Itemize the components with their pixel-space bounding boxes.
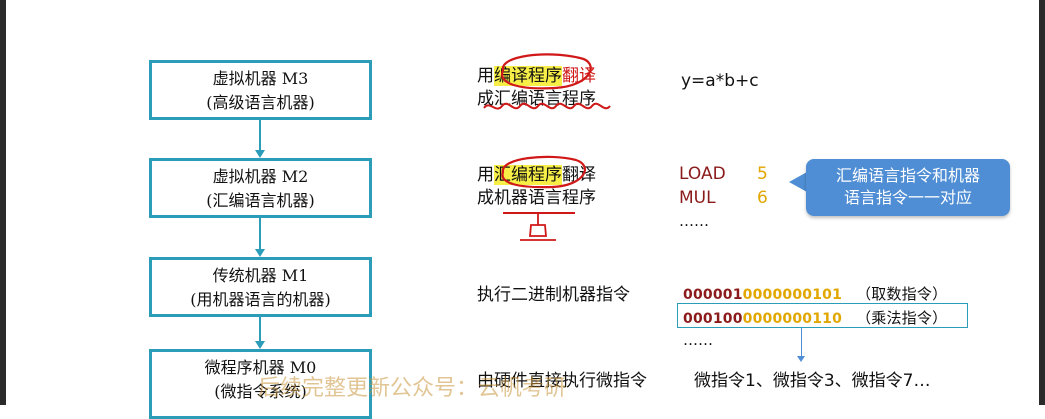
- callout-line-1: 汇编语言指令和机器: [835, 166, 980, 185]
- formula-text: y=a*b+c: [681, 71, 759, 91]
- m3-translate-red: 翻译: [562, 66, 596, 86]
- micro-arrow-line: [801, 328, 802, 358]
- level-m3-name: 虚拟机器 M3: [212, 69, 309, 88]
- m2-pre: 用: [477, 165, 494, 185]
- binary-2-note: （乘法指令）: [856, 309, 948, 327]
- level-m0-desc: (微指令系统): [214, 382, 307, 401]
- level-m2-desc: (汇编语言机器): [206, 191, 315, 210]
- arrow-m2-m1-head: [255, 249, 265, 257]
- red-pen-annotations: [483, 53, 611, 241]
- m2-assembler-highlight: 汇编程序: [494, 165, 562, 185]
- binary-ellipsis: ……: [683, 331, 713, 349]
- m3-compiler-highlight: 编译程序: [494, 66, 562, 86]
- callout-pointer: [789, 172, 807, 192]
- m2-line2: 成机器语言程序: [477, 188, 596, 208]
- right-dark-gutter: [1039, 0, 1045, 405]
- callout-line-2: 语言指令一一对应: [843, 188, 972, 207]
- arrow-m3-m2-line: [259, 120, 261, 150]
- asm-op-2: MUL: [679, 188, 716, 208]
- asm-arg-1: 5: [757, 164, 768, 184]
- arrow-m3-m2-head: [255, 150, 265, 158]
- asm-op-1: LOAD: [679, 164, 726, 184]
- balance-base-annotation: [529, 224, 547, 237]
- binary-1-opcode: 000001: [683, 287, 743, 303]
- level-m1-desc: (用机器语言的机器): [190, 290, 331, 309]
- watermark-text: 后续完整更新公众号：云帆考研: [258, 376, 567, 401]
- binary-1-address: 0000000101: [742, 287, 843, 303]
- asm-arg-2: 6: [757, 188, 768, 208]
- circle-assembler-annotation: [501, 155, 586, 189]
- m3-pre: 用: [477, 66, 494, 86]
- m1-execute-text: 执行二进制机器指令: [477, 285, 630, 305]
- level-box-m3: 虚拟机器 M3 (高级语言机器): [149, 60, 372, 120]
- left-dark-gutter: [0, 0, 6, 405]
- arrow-m1-m0-head: [255, 341, 265, 349]
- circle-compiler-annotation: [500, 53, 592, 90]
- level-m2-name: 虚拟机器 M2: [212, 167, 309, 186]
- m0-execute-text: 由硬件直接执行微指令: [477, 371, 647, 391]
- level-box-m1: 传统机器 M1 (用机器语言的机器): [149, 257, 372, 317]
- level-m3-desc: (高级语言机器): [206, 93, 315, 112]
- level-m1-name: 传统机器 M1: [212, 266, 309, 285]
- arrow-m1-m0-line: [259, 317, 261, 341]
- micro-arrow-head: [797, 356, 805, 362]
- binary-row-2-frame: [677, 303, 968, 328]
- binary-row-2: 0001000000000110 （乘法指令）: [683, 307, 947, 328]
- binary-2-address: 0000000110: [742, 311, 843, 327]
- wavy-underline-annotation: [483, 102, 611, 110]
- asm-ellipsis: ……: [679, 212, 709, 230]
- arrow-m2-m1-line: [259, 218, 261, 249]
- binary-row-1: 0000010000000101 （取数指令）: [683, 283, 947, 304]
- level-m0-name: 微程序机器 M0: [204, 358, 317, 377]
- m2-translation-text: 用汇编程序翻译 成机器语言程序: [477, 164, 596, 210]
- assembly-callout: 汇编语言指令和机器 语言指令一一对应: [806, 159, 1010, 216]
- level-box-m2: 虚拟机器 M2 (汇编语言机器): [149, 158, 372, 218]
- micro-sequence-text: 微指令1、微指令3、微指令7…: [694, 371, 931, 391]
- binary-2-opcode: 000100: [683, 311, 743, 327]
- binary-1-note: （取数指令）: [856, 285, 948, 303]
- m2-post: 翻译: [562, 165, 596, 185]
